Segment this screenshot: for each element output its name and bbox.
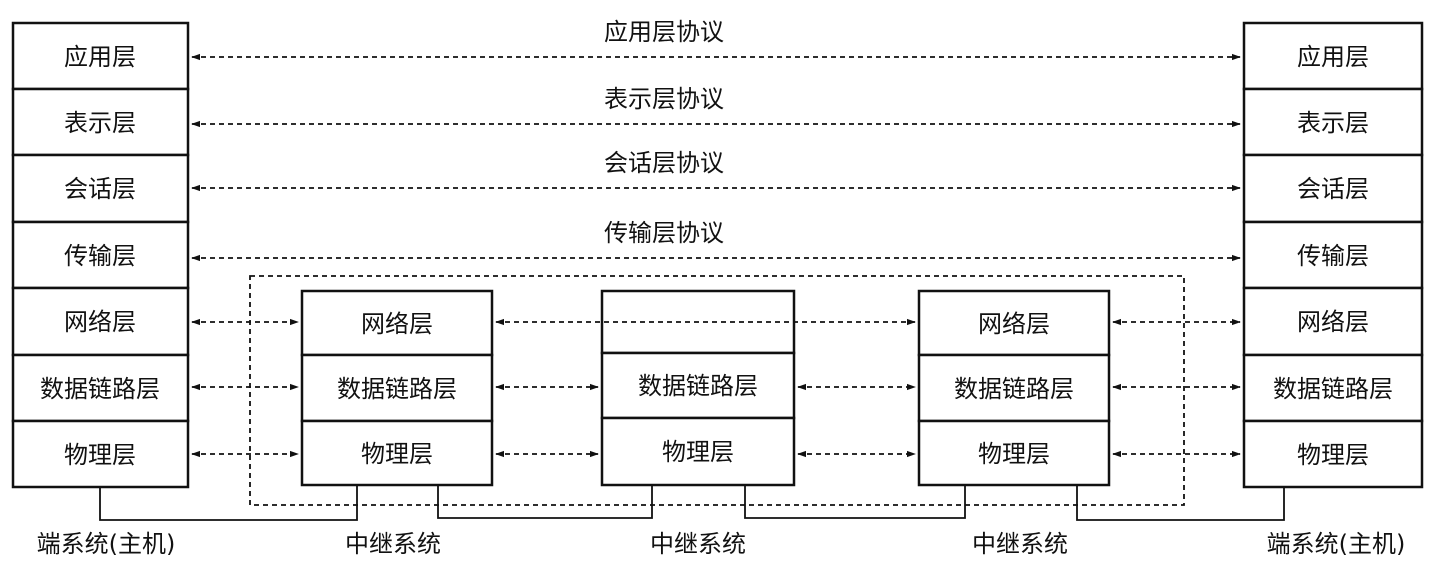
- relay-system-left: 网络层 数据链路层 物理层: [300, 289, 494, 487]
- relay-left-caption: 中继系统: [345, 530, 441, 558]
- right-layer-session: 会话层: [1242, 153, 1424, 224]
- medium-link-4: [1076, 485, 1285, 521]
- left-layer-session-label: 会话层: [64, 175, 136, 203]
- relay-right-physical-label: 物理层: [978, 440, 1050, 468]
- right-layer-presentation: 表示层: [1242, 87, 1424, 157]
- left-layer-application-label: 应用层: [64, 43, 136, 71]
- relay-system-middle: 数据链路层 物理层: [600, 289, 796, 487]
- left-end-system-caption: 端系统(主机): [37, 530, 176, 558]
- right-layer-datalink: 数据链路层: [1242, 353, 1424, 423]
- right-layer-session-label: 会话层: [1297, 175, 1369, 203]
- relay-left-layer-datalink: 数据链路层: [300, 353, 494, 423]
- application-protocol-label: 应用层协议: [604, 18, 724, 46]
- left-layer-datalink: 数据链路层: [11, 353, 190, 423]
- left-layer-physical: 物理层: [11, 419, 190, 489]
- relay-right-caption: 中继系统: [972, 530, 1068, 558]
- relay-middle-datalink-label: 数据链路层: [638, 372, 758, 400]
- relay-left-layer-network: 网络层: [300, 289, 494, 357]
- relay-right-network-label: 网络层: [978, 310, 1050, 338]
- left-layer-network: 网络层: [11, 286, 190, 357]
- relay-middle-physical-label: 物理层: [662, 438, 734, 466]
- right-layer-application-label: 应用层: [1297, 43, 1369, 71]
- right-layer-datalink-label: 数据链路层: [1273, 375, 1393, 403]
- left-layer-application: 应用层: [11, 21, 190, 91]
- right-layer-presentation-label: 表示层: [1297, 109, 1369, 137]
- relay-left-network-label: 网络层: [361, 310, 433, 338]
- relay-middle-layer-datalink: 数据链路层: [600, 351, 796, 420]
- medium-link-1: [99, 485, 358, 521]
- left-layer-transport: 传输层: [11, 220, 190, 290]
- relay-right-datalink-label: 数据链路层: [954, 375, 1074, 403]
- peer-protocol-arrows: [191, 53, 1241, 262]
- right-layer-application: 应用层: [1242, 21, 1424, 91]
- left-layer-session: 会话层: [11, 153, 190, 224]
- relay-left-physical-label: 物理层: [361, 440, 433, 468]
- medium-link-2: [437, 485, 653, 519]
- right-end-system-caption: 端系统(主机): [1267, 530, 1406, 558]
- right-layer-physical-label: 物理层: [1297, 441, 1369, 469]
- right-end-system: 应用层 表示层 会话层 传输层 网络层 数据链路层 物理层: [1242, 21, 1424, 489]
- physical-medium-links: [99, 485, 1285, 521]
- relay-region-boundary: [249, 275, 1185, 506]
- left-layer-presentation: 表示层: [11, 87, 190, 157]
- left-layer-transport-label: 传输层: [64, 242, 136, 270]
- right-layer-network: 网络层: [1242, 286, 1424, 357]
- relay-right-layer-physical: 物理层: [917, 419, 1111, 487]
- left-layer-datalink-label: 数据链路层: [40, 375, 160, 403]
- relay-system-right: 网络层 数据链路层 物理层: [917, 289, 1111, 487]
- right-layer-transport: 传输层: [1242, 220, 1424, 290]
- left-end-system: 应用层 表示层 会话层 传输层 网络层 数据链路层 物理层: [11, 21, 190, 489]
- relay-left-layer-physical: 物理层: [300, 419, 494, 487]
- medium-link-3: [744, 485, 966, 519]
- right-layer-network-label: 网络层: [1297, 308, 1369, 336]
- relay-middle-layer-physical: 物理层: [600, 416, 796, 487]
- left-layer-presentation-label: 表示层: [64, 109, 136, 137]
- presentation-protocol-label: 表示层协议: [604, 85, 724, 113]
- transport-protocol-label: 传输层协议: [604, 219, 724, 247]
- left-layer-network-label: 网络层: [64, 308, 136, 336]
- left-layer-physical-label: 物理层: [64, 441, 136, 469]
- relay-right-layer-network: 网络层: [917, 289, 1111, 357]
- relay-right-layer-datalink: 数据链路层: [917, 353, 1111, 423]
- session-protocol-label: 会话层协议: [604, 149, 724, 177]
- relay-left-datalink-label: 数据链路层: [337, 375, 457, 403]
- right-layer-transport-label: 传输层: [1297, 242, 1369, 270]
- right-layer-physical: 物理层: [1242, 419, 1424, 489]
- relay-middle-caption: 中继系统: [650, 530, 746, 558]
